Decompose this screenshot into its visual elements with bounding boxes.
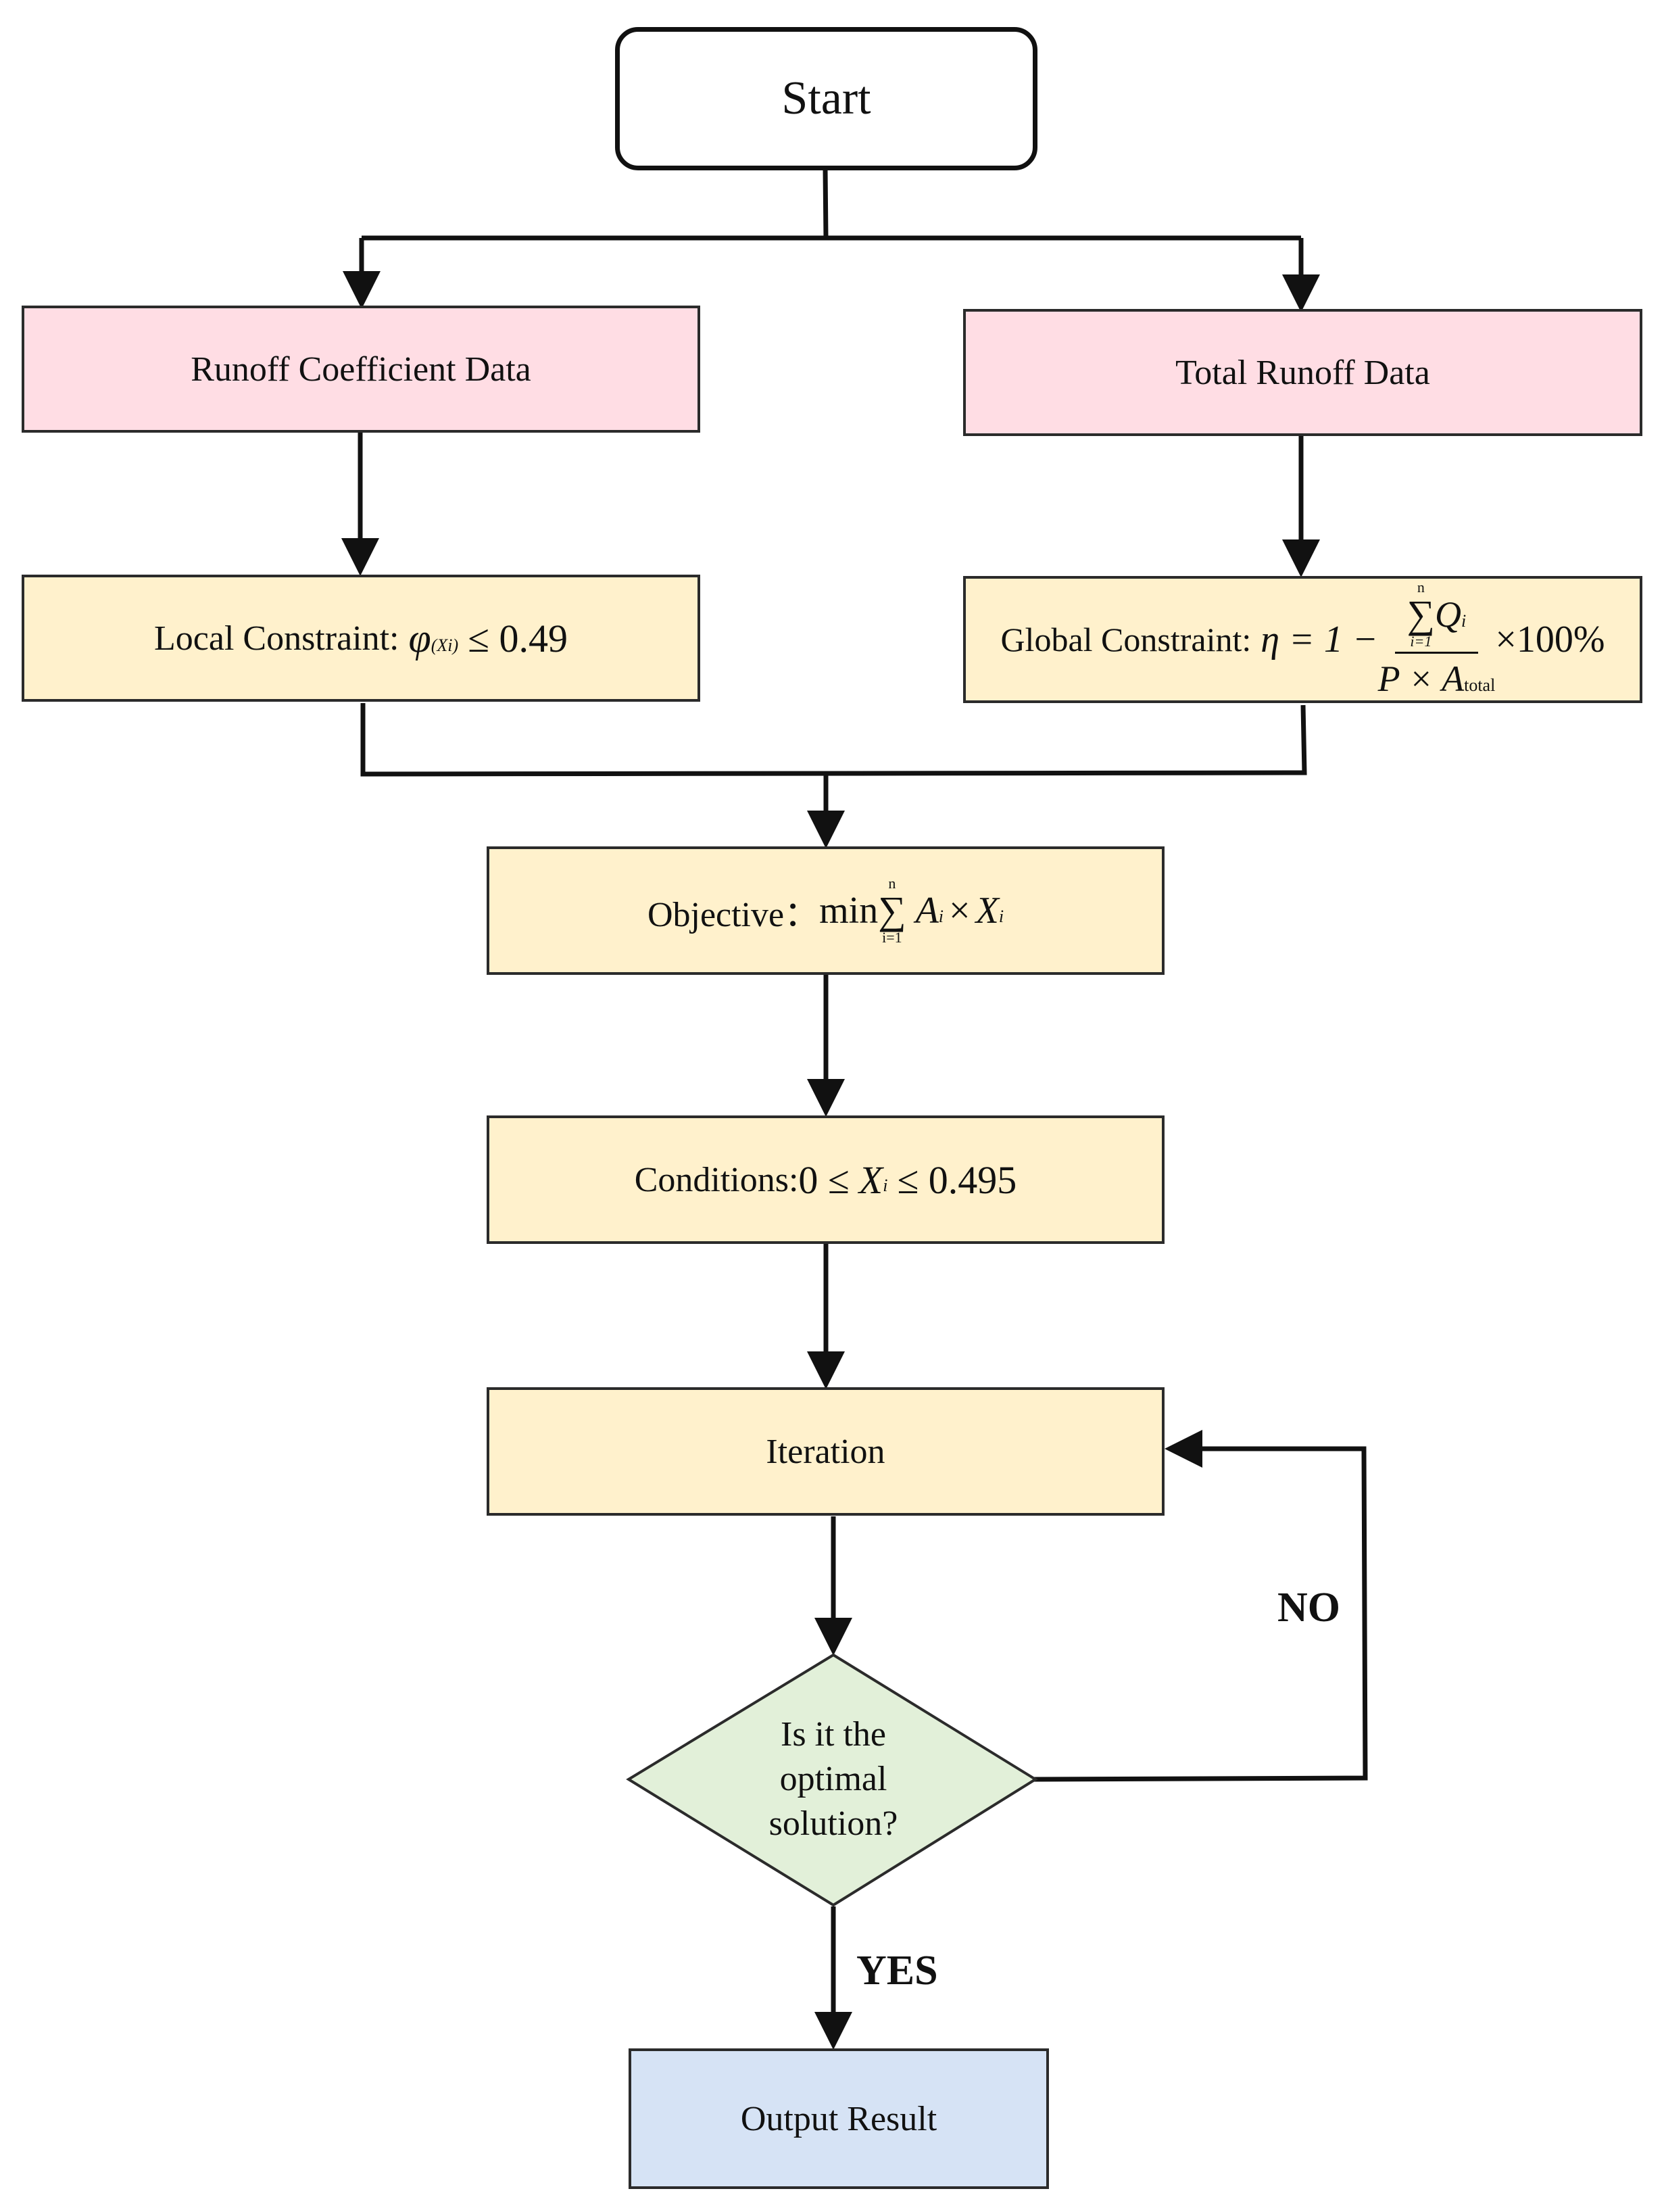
- objective-node: Objective： min n ∑ i=1 A i × X i: [487, 846, 1165, 975]
- loop-no: [1033, 1430, 1368, 1782]
- global-constraint-node: Global Constraint: η = 1 − n ∑ i=1 Q i P…: [963, 576, 1642, 703]
- total-runoff-label: Total Runoff Data: [1175, 353, 1430, 392]
- no-label: NO: [1277, 1585, 1340, 1631]
- output-node: Output Result: [629, 2048, 1049, 2189]
- iteration-node: Iteration: [487, 1387, 1165, 1516]
- objective-label: Objective：: [647, 895, 820, 934]
- total-runoff-node: Total Runoff Data: [963, 309, 1642, 436]
- connector-merge: [360, 703, 1307, 777]
- sum-symbol: n ∑ i=1: [878, 875, 906, 946]
- global-constraint-lhs: η = 1 −: [1261, 619, 1378, 660]
- global-constraint-suffix: ×100%: [1495, 619, 1605, 660]
- conditions-label: Conditions:: [634, 1160, 799, 1199]
- conditions-node: Conditions: 0 ≤ X i ≤ 0.495: [487, 1115, 1165, 1244]
- phi-subscript: (Xi): [431, 635, 459, 655]
- iteration-label: Iteration: [766, 1432, 885, 1471]
- local-constraint-bound: ≤ 0.49: [468, 616, 568, 660]
- phi-symbol: φ: [408, 615, 431, 660]
- connector-start-split: [362, 168, 1301, 241]
- local-constraint-node: Local Constraint: φ (Xi) ≤ 0.49: [22, 575, 700, 702]
- runoff-coefficient-node: Runoff Coefficient Data: [22, 306, 700, 433]
- global-constraint-label: Global Constraint:: [1000, 621, 1252, 658]
- local-constraint-label: Local Constraint:: [154, 619, 399, 658]
- sum-symbol: n ∑ i=1: [1406, 578, 1436, 650]
- decision-diamond: [626, 1653, 1038, 1907]
- output-label: Output Result: [740, 2099, 937, 2138]
- decision-text: Is it the optimal solution?: [768, 1715, 898, 1843]
- yes-label: YES: [856, 1948, 938, 1994]
- start-node: Start: [615, 27, 1037, 170]
- start-label: Start: [781, 72, 871, 124]
- efficiency-fraction: n ∑ i=1 Q i P × A total: [1377, 578, 1496, 699]
- runoff-coefficient-label: Runoff Coefficient Data: [191, 350, 531, 389]
